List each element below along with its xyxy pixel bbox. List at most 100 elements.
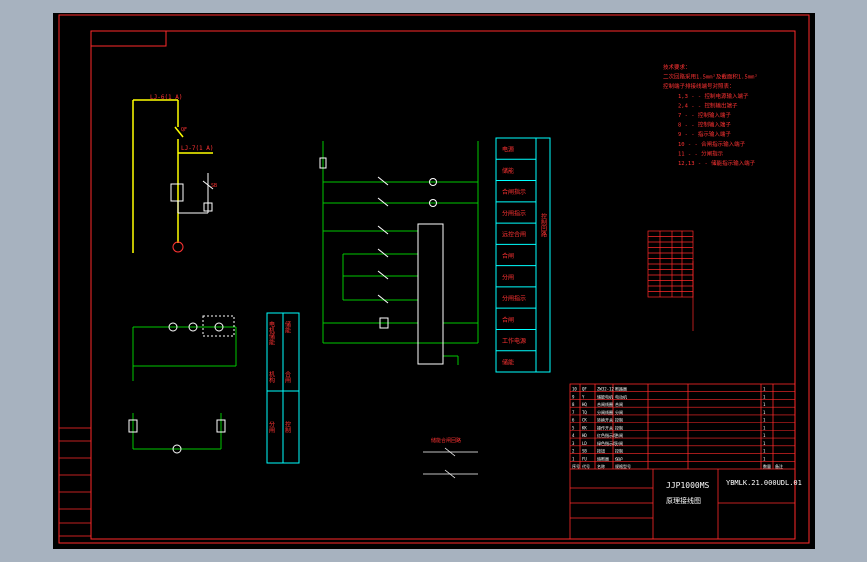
title-block-cell: 1 xyxy=(763,449,766,454)
lamp-parts xyxy=(168,315,235,337)
function-table xyxy=(495,137,551,373)
white-motor-parts xyxy=(170,173,214,253)
title-block-cell: 控制 xyxy=(615,417,623,423)
title-block-cell: 1 xyxy=(763,402,766,407)
note-line: 12,13 - - 储能指示输入端子 xyxy=(678,159,756,167)
note-line: 2,4 - - 控制输出端子 xyxy=(678,101,738,109)
title-block-cell: CK xyxy=(582,418,587,423)
title-block-cell: 3 xyxy=(572,441,575,446)
title-block-cell: 5 xyxy=(572,425,575,430)
function-label: 电源 xyxy=(502,146,514,154)
title-block-header: 代号 xyxy=(582,463,590,469)
drawing-name: 原理接线图 xyxy=(666,496,701,505)
motor-label-3: QF xyxy=(181,127,187,133)
note-line: 二次回路采用1.5mm²及截面积1.5mm² xyxy=(663,73,758,81)
title-block-cell: 9 xyxy=(572,394,575,399)
terminal-table xyxy=(647,230,694,331)
title-block-cell: 分闸 xyxy=(615,440,623,446)
title-block-cell: 按钮 xyxy=(597,448,605,454)
title-block-cell: Y xyxy=(582,394,585,399)
technical-notes: 技术要求： 二次回路采用1.5mm²及截面积1.5mm²控制端子排接线端号对照表：… xyxy=(663,63,758,167)
left-panel-label: 机构 xyxy=(268,370,275,384)
title-block-cell: 1 xyxy=(763,425,766,430)
left-panel-label: 储能 xyxy=(284,320,291,334)
title-block-cell: 8 xyxy=(572,402,575,407)
title-block-header: 规格型号 xyxy=(615,463,631,469)
outer-border xyxy=(58,14,810,544)
function-side-label: 控制回路 xyxy=(540,212,547,238)
title-block-cell: SB xyxy=(582,449,587,454)
title-block-cell: 1 xyxy=(763,410,766,415)
motor-label-2: LJ-7(1 A) xyxy=(181,145,214,152)
function-label: 合闸指示 xyxy=(502,188,526,196)
title-block-header: 备注 xyxy=(775,463,783,469)
center-components xyxy=(319,157,444,365)
bottom-switch-circuit xyxy=(423,447,478,479)
inner-border xyxy=(90,30,796,540)
title-block-cell: 保护 xyxy=(615,455,623,461)
title-block-cell: 1 xyxy=(763,418,766,423)
note-line: 8 - - 控制输入端子 xyxy=(678,121,731,129)
green-lamp-circuit xyxy=(132,326,237,381)
function-label: 分闸 xyxy=(502,273,514,281)
title-block-cell: KK xyxy=(582,425,587,430)
title-block-cell: 1 xyxy=(572,456,575,461)
title-block-cell: 合闸 xyxy=(615,401,623,407)
title-block-cell: 1 xyxy=(763,394,766,399)
title-block-cell: 绿色指示灯 xyxy=(597,440,617,446)
title-block-cell: 4 xyxy=(572,433,575,438)
function-label: 合闸 xyxy=(502,252,514,260)
note-line: 11 - - 分闸指示 xyxy=(678,149,724,157)
motor-label-4: SB xyxy=(211,183,217,189)
drawing-viewport[interactable]: LJ-6(1 A) LJ-7(1 A) QF SB xyxy=(53,13,815,549)
title-block-header: 数量 xyxy=(763,463,771,469)
function-label: 合闸 xyxy=(502,316,514,324)
title-block-cell: HD xyxy=(582,433,587,438)
title-block-cell: 1 xyxy=(763,441,766,446)
title-block-cell: 控制 xyxy=(615,424,623,430)
left-panel-label: 控制 xyxy=(284,420,291,434)
title-block-cell: 分闸线圈 xyxy=(597,409,613,415)
title-block-cell: 10 xyxy=(572,387,577,392)
function-label: 分闸指示 xyxy=(502,295,526,303)
title-block-cell: 储能电机 xyxy=(597,393,613,399)
green-coil-circuit xyxy=(132,413,222,450)
title-block-cell: 控制 xyxy=(615,448,623,454)
left-panel-label: 电机储能 xyxy=(268,320,275,346)
title-block-cell: 1 xyxy=(763,433,766,438)
schematic-drawing: LJ-6(1 A) LJ-7(1 A) QF SB xyxy=(58,14,810,544)
title-block-cell: LD xyxy=(582,441,587,446)
note-line: 1,3 - - 控制电源输入端子 xyxy=(678,92,749,100)
center-schematic xyxy=(322,141,479,365)
note-line: 10 - - 合闸指示输入端子 xyxy=(678,140,746,148)
title-block-cell: 7 xyxy=(572,410,575,415)
motor-label-1: LJ-6(1 A) xyxy=(150,94,183,101)
left-revision-block xyxy=(58,427,92,537)
title-block-cell: 合闸 xyxy=(615,432,623,438)
title-block-cell: 电动机 xyxy=(615,393,627,399)
note-line: 控制端子排接线端号对照表： xyxy=(663,82,735,90)
left-terminal-panel xyxy=(266,312,300,464)
coil-parts xyxy=(128,419,226,454)
title-block-cell: 6 xyxy=(572,418,575,423)
left-panel-labels: 电机储能储能机构合闸分闸控制 xyxy=(268,320,291,434)
function-label: 储能 xyxy=(502,167,514,175)
title-block-cell: 2 xyxy=(572,449,575,454)
title-block-cell: ZW32-12 xyxy=(597,387,614,392)
top-label-box xyxy=(90,30,167,47)
note-line: 9 - - 指示输入端子 xyxy=(678,130,731,138)
title-block-header: 序号 xyxy=(572,463,580,469)
title-block-cell: 红色指示灯 xyxy=(597,432,617,438)
title-block-cell: 熔断器 xyxy=(597,455,609,461)
title-block-cell: HQ xyxy=(582,402,587,407)
drawing-number: YBMLK.21.000UDL.01 xyxy=(726,479,802,487)
note-line: 技术要求： xyxy=(663,63,691,71)
left-panel-label: 分闸 xyxy=(268,420,275,434)
note-line: 7 - - 控制输入端子 xyxy=(678,111,731,119)
title-block-cell: 断路器 xyxy=(615,386,627,392)
title-block-cell: 合闸线圈 xyxy=(597,401,613,407)
bottom-circuit-title: 储能合闸回路 xyxy=(431,437,461,444)
product-code: JJP1000MS xyxy=(666,481,710,490)
